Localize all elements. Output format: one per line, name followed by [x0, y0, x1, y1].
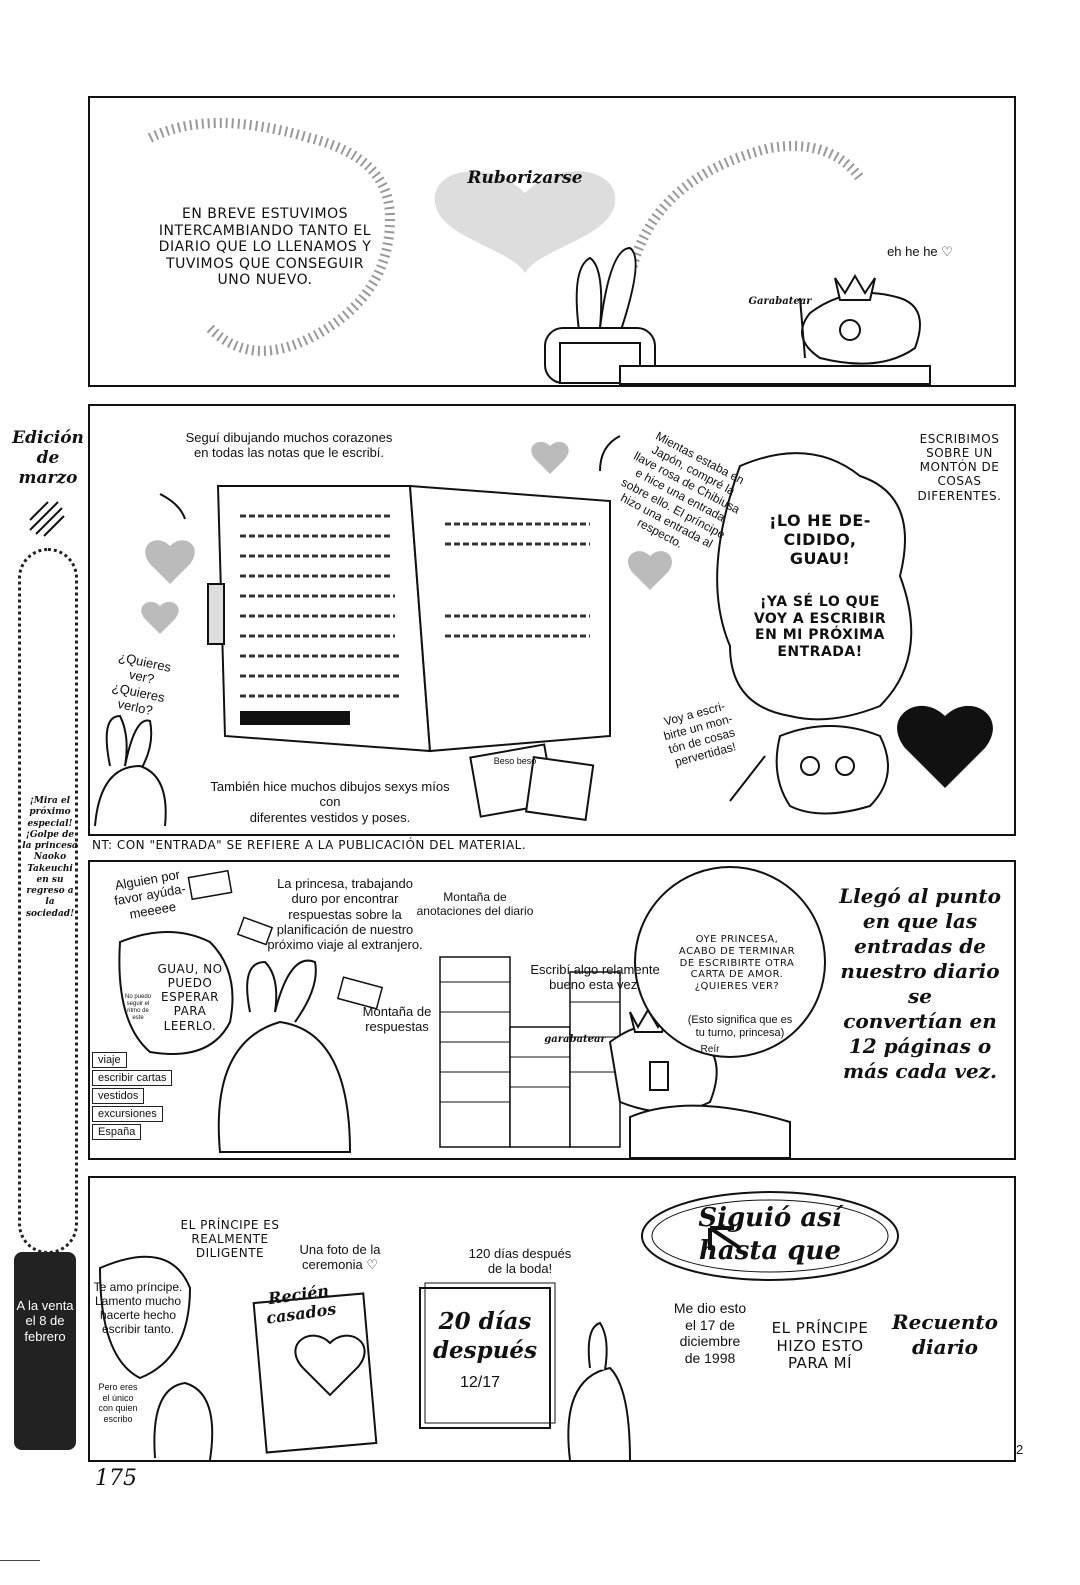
panel-3: Alguien por favor ayúda- meeeee GUAU, NO… — [88, 860, 1016, 1160]
panel1-art — [147, 118, 931, 385]
edition-label: Edición de marzo — [12, 428, 84, 489]
side-promo: ¡Mira el próximo especial! ¡Golpe de la … — [22, 796, 78, 919]
panel-4: Siguió así hasta que EL PRÍNCIPE ES REAL… — [88, 1176, 1016, 1462]
panel-2: Seguí dibujando muchos corazones en toda… — [88, 404, 1016, 836]
cant-wait-bubble: GUAU, NO PUEDO ESPERAR PARA LEERLO. — [157, 962, 223, 1033]
bubble-decided: ¡LO HE DE- CIDIDO, GUAU! — [769, 511, 871, 568]
page-number: 175 — [95, 1466, 137, 1491]
prince-bubble-small: (Esto significa que es tu turno, princes… — [687, 1014, 793, 1039]
photo-note: Una foto de la ceremonia ♡ — [299, 1242, 381, 1273]
only-note: Pero eres el único con quien escribo — [98, 1382, 138, 1424]
kiss-note: Beso beso — [493, 756, 537, 766]
tag-vestidos: vestidos — [92, 1088, 145, 1104]
panel1-title: Ruborizarse — [467, 168, 583, 188]
date-label: 12/17 — [459, 1374, 501, 1391]
sale-text: A la venta el 8 de febrero — [16, 1298, 74, 1344]
laugh-note: Reír — [700, 1044, 720, 1055]
days20-label: 20 días después — [432, 1308, 538, 1364]
count-label: Recuento diario — [892, 1310, 998, 1359]
love-note: Te amo príncipe. Lamento mucho hacerte h… — [93, 1280, 183, 1337]
made-note: EL PRÍNCIPE HIZO ESTO PARA MÍ — [771, 1319, 869, 1373]
tag-viaje: viaje — [92, 1052, 127, 1068]
sale-box: A la venta el 8 de febrero — [14, 1252, 76, 1450]
gave-note: Me dio esto el 17 de diciembre de 1998 — [673, 1300, 747, 1366]
translator-note: NT: CON "ENTRADA" SE REFIERE A LA PUBLIC… — [92, 838, 527, 852]
mountain-answers: Montaña de respuestas — [362, 1004, 432, 1035]
tag-espana: España — [92, 1124, 142, 1140]
panel4-art — [98, 1191, 899, 1460]
panel4-title: Siguió así hasta que — [698, 1203, 842, 1266]
tag-excursiones: excursiones — [92, 1106, 163, 1122]
panel3-art — [118, 866, 826, 1158]
wrote-note: ESCRIBIMOS SOBRE UN MONTÓN DE COSAS DIFE… — [917, 432, 1002, 503]
panel2-art — [94, 435, 993, 827]
diligent-note: EL PRÍNCIPE ES REALMENTE DILIGENTE — [180, 1218, 280, 1261]
hatch-decoration — [29, 501, 65, 537]
days120-note: 120 días después de la boda! — [468, 1246, 572, 1277]
princess-note: La princesa, trabajando duro por encontr… — [267, 876, 423, 953]
scribble-note: garabatear — [544, 1034, 606, 1045]
tag-escribir: escribir cartas — [92, 1070, 173, 1086]
hearts-note: Seguí dibujando muchos corazones en toda… — [185, 430, 393, 461]
bottom-rule — [0, 1560, 40, 1561]
wrote-good-note: Escribí algo relamente bueno esta vez. — [530, 962, 660, 993]
panel1-scribble: Garabatear — [748, 296, 812, 307]
panel1-laugh: eh he he ♡ — [887, 244, 953, 259]
mountain-notes: Montaña de anotaciones del diario — [416, 890, 534, 919]
corner-number: 2 — [1016, 1442, 1024, 1457]
bubble-next-entry: ¡YA SÉ LO QUE VOY A ESCRIBIR EN MI PRÓXI… — [753, 594, 887, 660]
prince-bubble: OYE PRINCESA, ACABO DE TERMINAR DE ESCRI… — [678, 934, 796, 993]
entries-big-text: Llegó al punto en que las entradas de nu… — [839, 884, 1001, 1083]
tiny-note: No puedo seguir el ritmo de este — [124, 994, 152, 1022]
drawings-note: También hice muchos dibujos sexys míos c… — [210, 779, 450, 825]
panel1-narration: EN BREVE ESTUVIMOS INTERCAMBIANDO TANTO … — [158, 206, 372, 289]
panel-1: Ruborizarse EN BREVE ESTUVIMOS INTERCAMB… — [88, 96, 1016, 387]
